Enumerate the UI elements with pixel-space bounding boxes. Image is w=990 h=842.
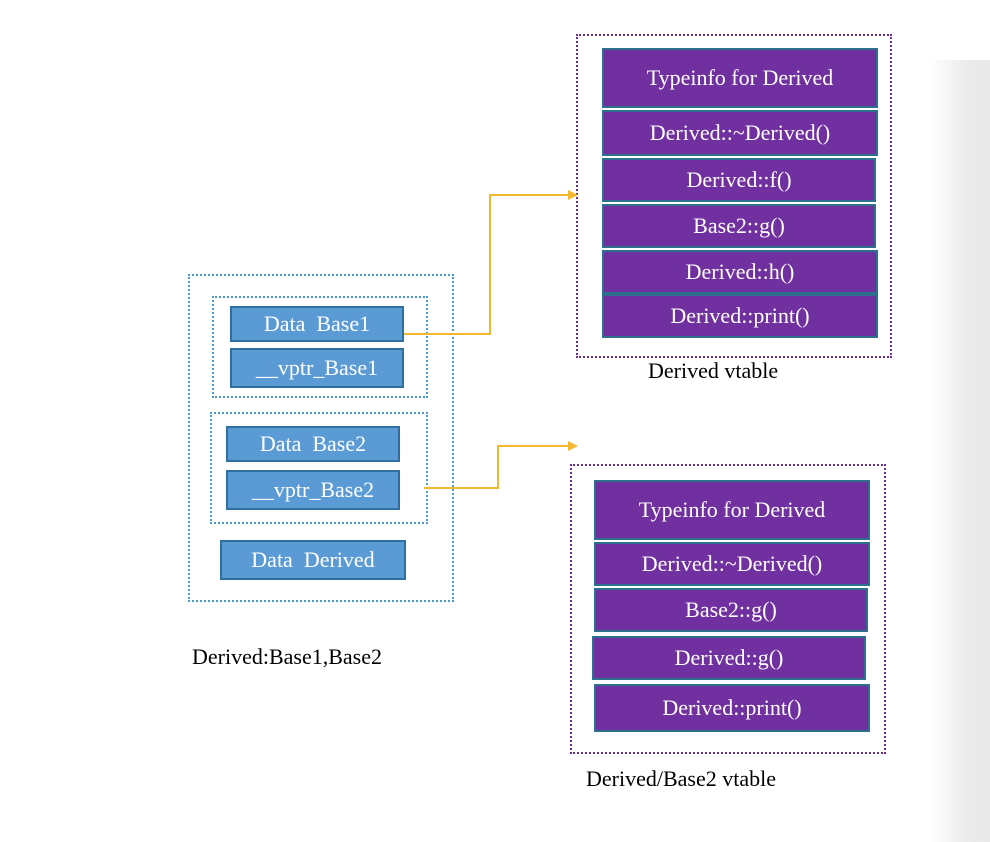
vtable2-entry-destructor: Derived::~Derived(): [594, 542, 870, 586]
vptr-base2-arrowhead: [568, 441, 578, 451]
data-base1-cell: Data Base1: [230, 306, 404, 342]
data-base2-cell: Data Base2: [226, 426, 400, 462]
base2-subobject-frame: [210, 412, 428, 524]
vtable-entry-destructor: Derived::~Derived(): [602, 110, 878, 156]
derived-object-frame: [188, 274, 454, 602]
vtable-entry-base2-g: Base2::g(): [602, 204, 876, 248]
vtable2-entry-print: Derived::print(): [594, 684, 870, 732]
vtable2-entry-typeinfo: Typeinfo for Derived: [594, 480, 870, 540]
derived-vtable-caption: Derived vtable: [648, 358, 779, 383]
vtable-entry-f: Derived::f(): [602, 158, 876, 202]
vptr-base2-cell: __vptr_Base2: [226, 470, 400, 510]
vtable2-entry-base2-g: Base2::g(): [594, 588, 868, 632]
vtable-entry-print: Derived::print(): [602, 294, 878, 338]
vptr-base1-cell: __vptr_Base1: [230, 348, 404, 388]
vtable-entry-typeinfo: Typeinfo for Derived: [602, 48, 878, 108]
derived-base2-vtable-caption: Derived/Base2 vtable: [586, 766, 776, 791]
vptr-base1-arrow: [404, 194, 570, 335]
base1-subobject-frame: [212, 296, 428, 398]
object-layout-caption: Derived:Base1,Base2: [192, 644, 382, 669]
vtable-entry-h: Derived::h(): [602, 250, 878, 294]
derived-vtable-frame: [576, 34, 892, 358]
vptr-base1-arrowhead: [568, 190, 578, 200]
derived-base2-vtable-frame: [570, 464, 886, 754]
data-derived-cell: Data Derived: [220, 540, 406, 580]
vtable2-entry-derived-g: Derived::g(): [592, 636, 866, 680]
vptr-base2-arrow: [424, 445, 570, 489]
